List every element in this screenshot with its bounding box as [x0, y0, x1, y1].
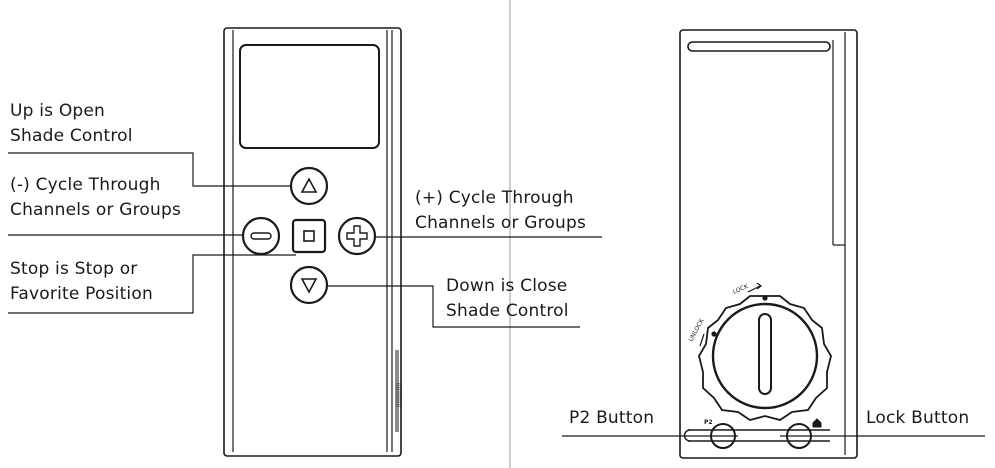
up-button[interactable] — [289, 166, 329, 206]
lcd-screen — [239, 44, 380, 149]
minus-icon — [250, 232, 272, 240]
label-minus: (-) Cycle Through Channels or Groups — [10, 173, 181, 223]
dial-unlock-dot — [711, 331, 717, 337]
side-engraving — [395, 350, 399, 432]
lock-arrow-head-icon — [756, 282, 762, 290]
label-stop-line1: Stop is Stop or — [10, 259, 138, 279]
dial-lock-text: LOCK — [732, 283, 750, 296]
plus-button[interactable] — [337, 216, 377, 256]
top-slot — [687, 41, 831, 52]
house-icon — [812, 418, 822, 428]
lock-button[interactable] — [786, 418, 822, 449]
dial-face[interactable] — [711, 302, 819, 410]
dial-lock-dot — [762, 295, 768, 301]
triangle-down-icon — [300, 278, 318, 294]
stop-button-frame[interactable] — [291, 218, 327, 254]
minus-button-ring[interactable] — [241, 216, 281, 256]
front-leader-lines — [8, 152, 602, 328]
label-plus: (+) Cycle Through Channels or Groups — [415, 186, 586, 236]
leader-down — [328, 285, 580, 328]
dial-slot — [758, 313, 772, 395]
label-stop: Stop is Stop or Favorite Position — [10, 257, 153, 307]
stop-icon — [303, 230, 315, 242]
label-p2-button: P2 Button — [569, 408, 655, 428]
label-minus-line1: (-) Cycle Through — [10, 175, 161, 195]
label-lock-button: Lock Button — [866, 408, 970, 428]
up-button-ring[interactable] — [289, 166, 329, 206]
front-body — [223, 27, 402, 457]
leader-stop — [8, 254, 296, 314]
down-button[interactable] — [289, 265, 329, 305]
side-brand-mark: |||||||||||| — [395, 383, 402, 407]
label-minus-line2: Channels or Groups — [10, 200, 182, 220]
label-plus-line1: (+) Cycle Through — [415, 188, 574, 208]
down-button-ring[interactable] — [289, 265, 329, 305]
label-down-line1: Down is Close — [446, 276, 568, 296]
back-body — [679, 29, 858, 459]
plus-icon — [346, 225, 368, 247]
lock-arrow-icon — [747, 285, 761, 293]
unlock-arrow-icon — [699, 333, 705, 347]
p2-button[interactable]: P2 — [704, 419, 736, 449]
label-up: Up is Open Shade Control — [10, 99, 133, 149]
triangle-up-icon — [300, 177, 318, 193]
p2-marker: P2 — [704, 419, 713, 426]
label-up-line1: Up is Open — [10, 101, 106, 121]
remote-back: LOCK UNLOCK P2 — [679, 29, 858, 459]
leader-up — [8, 152, 290, 187]
label-down-line2: Shade Control — [446, 301, 569, 321]
dial-outer-ridge — [698, 295, 832, 421]
stop-button[interactable] — [291, 218, 327, 254]
minus-button[interactable] — [241, 216, 281, 256]
label-down: Down is Close Shade Control — [446, 274, 569, 324]
dial-unlock-text: UNLOCK — [688, 317, 706, 343]
label-up-line2: Shade Control — [10, 126, 133, 146]
label-stop-line2: Favorite Position — [10, 284, 153, 304]
plus-button-ring[interactable] — [337, 216, 377, 256]
label-plus-line2: Channels or Groups — [415, 213, 587, 233]
battery-dial[interactable]: LOCK UNLOCK — [688, 282, 832, 421]
remote-front: |||||||||||| — [223, 27, 402, 457]
